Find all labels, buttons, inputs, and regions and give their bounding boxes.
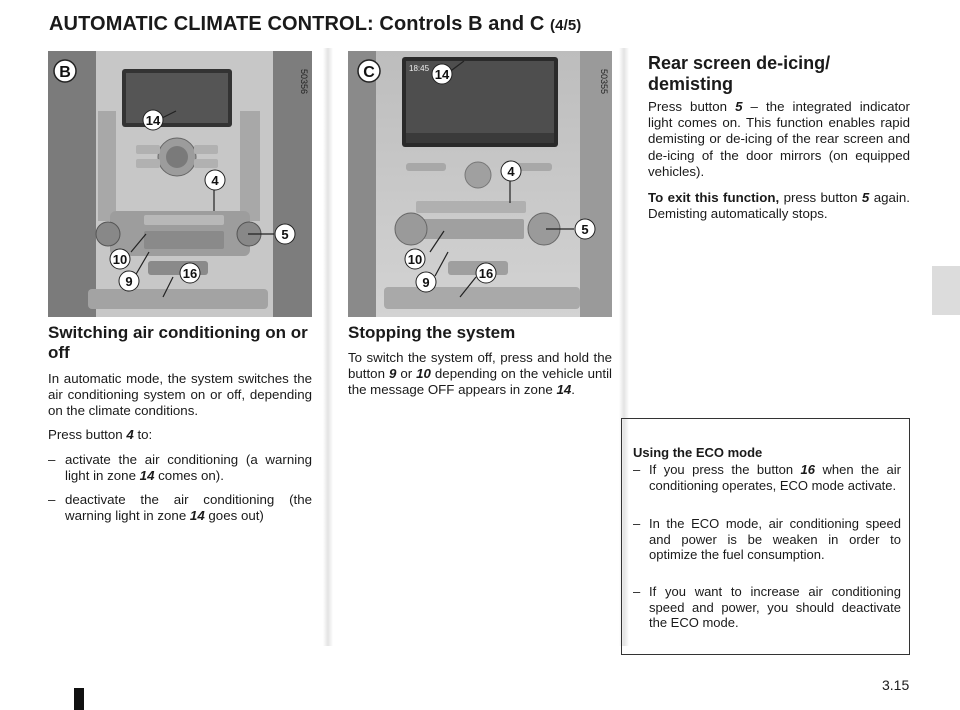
- col1-list-item-2: – deactivate the air conditioning (the w…: [48, 492, 312, 524]
- column-divider-1: [323, 48, 333, 646]
- figure-b-letter: B: [59, 64, 71, 81]
- col3-paragraph-1: Press button 5 – the integrated indica­t…: [648, 99, 910, 179]
- eco-item-3: – If you want to increase air con­dition…: [633, 584, 901, 631]
- left-trim: [48, 51, 96, 317]
- callout-b-14: 14: [146, 113, 161, 128]
- figure-b-code: 50356: [299, 69, 309, 94]
- eco-item-2: – In the ECO mode, air condi­tioning spe…: [633, 516, 901, 563]
- title-part: (4/5): [550, 17, 582, 34]
- callout-b-5: 5: [281, 227, 288, 242]
- callout-c-4: 4: [507, 164, 515, 179]
- figure-c-dashboard-photo: 18:45 C 14 4 5 10: [348, 51, 612, 317]
- callout-c-16: 16: [479, 266, 493, 281]
- heading-stopping-system: Stopping the system: [348, 323, 516, 342]
- screen-time: 18:45: [409, 64, 430, 73]
- eco-title: Using the ECO mode: [633, 445, 763, 460]
- section-side-tab: [932, 266, 960, 315]
- heading-air-conditioning: Switching air conditioning on or off: [48, 323, 308, 362]
- col1-paragraph-2: Press button 4 to:: [48, 427, 153, 442]
- callout-b-9: 9: [125, 274, 132, 289]
- figure-b-drawing: B 14 4 5 10 9 16 50356: [48, 51, 312, 317]
- eco-item-1: – If you press the button 16 when the ai…: [633, 462, 901, 493]
- page-number: 3.15: [882, 677, 910, 693]
- figure-c-letter: C: [363, 64, 375, 81]
- col2-paragraph-1: To switch the system off, press and hold…: [348, 350, 612, 398]
- title-text: AUTOMATIC CLIMATE CONTROL: Controls B an…: [49, 13, 545, 35]
- heading-rear-screen: Rear screen de-icing/ demisting: [648, 53, 831, 94]
- figure-c-drawing: 18:45 C 14 4 5 10: [348, 51, 612, 317]
- page-title: AUTOMATIC CLIMATE CONTROL: Controls B an…: [49, 13, 581, 36]
- callout-b-16: 16: [183, 266, 197, 281]
- callout-c-5: 5: [581, 222, 588, 237]
- corner-mark: [74, 688, 84, 710]
- figure-b-dashboard-photo: B 14 4 5 10 9 16 50356: [48, 51, 312, 317]
- eco-mode-note-box: Using the ECO mode – If you press the bu…: [621, 418, 910, 655]
- callout-b-10: 10: [113, 252, 127, 267]
- callout-c-14: 14: [435, 67, 450, 82]
- figure-b-marker: [53, 59, 77, 83]
- figure-c-code: 50355: [599, 69, 609, 94]
- callout-c-9: 9: [422, 275, 429, 290]
- col1-list-item-1: – activate the air conditioning (a warn­…: [48, 452, 312, 484]
- right-trim: [273, 51, 312, 317]
- figure-c-marker: [357, 59, 381, 83]
- col1-paragraph-1: In automatic mode, the system switches t…: [48, 371, 312, 419]
- callout-c-10: 10: [408, 252, 422, 267]
- col3-paragraph-2: To exit this function, press button 5 ag…: [648, 190, 910, 222]
- callout-b-4: 4: [211, 173, 219, 188]
- column-divider-2: [619, 48, 629, 646]
